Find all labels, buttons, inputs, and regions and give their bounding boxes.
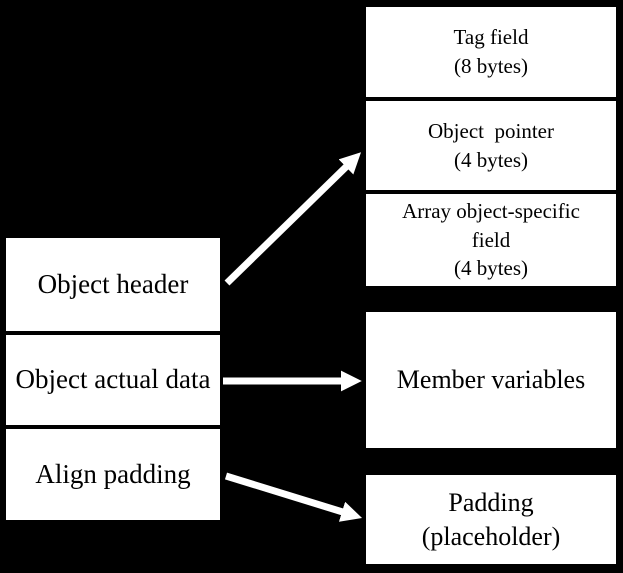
box-object-pointer: Object pointer (4 bytes) <box>364 99 618 192</box>
box-object-header: Object header <box>4 236 222 333</box>
box-object-header-label: Object header <box>37 268 189 299</box>
arrow-align-padding-to-padding <box>224 472 363 522</box>
box-align-padding-label: Align padding <box>35 458 191 489</box>
box-array-object-specific-field: Array object-specific field (4 bytes) <box>364 192 618 288</box>
box-member-variables: Member variables <box>364 310 618 450</box>
box-member-variables-label: Member variables <box>396 364 586 394</box>
box-array-object-specific-field-label: Array object-specific field (4 bytes) <box>402 198 580 281</box>
box-object-actual-data: Object actual data <box>4 333 222 427</box>
box-object-actual-data-label: Object actual data <box>15 364 211 395</box>
box-tag-field: Tag field (8 bytes) <box>364 5 618 99</box>
box-tag-field-label: Tag field (8 bytes) <box>453 25 529 78</box>
box-padding-placeholder-label: Padding (placeholder) <box>421 487 561 551</box>
box-padding-placeholder: Padding (placeholder) <box>364 473 618 566</box>
box-object-pointer-label: Object pointer (4 bytes) <box>428 118 554 172</box>
arrow-header-to-pointer <box>224 152 362 286</box>
box-align-padding: Align padding <box>4 427 222 522</box>
